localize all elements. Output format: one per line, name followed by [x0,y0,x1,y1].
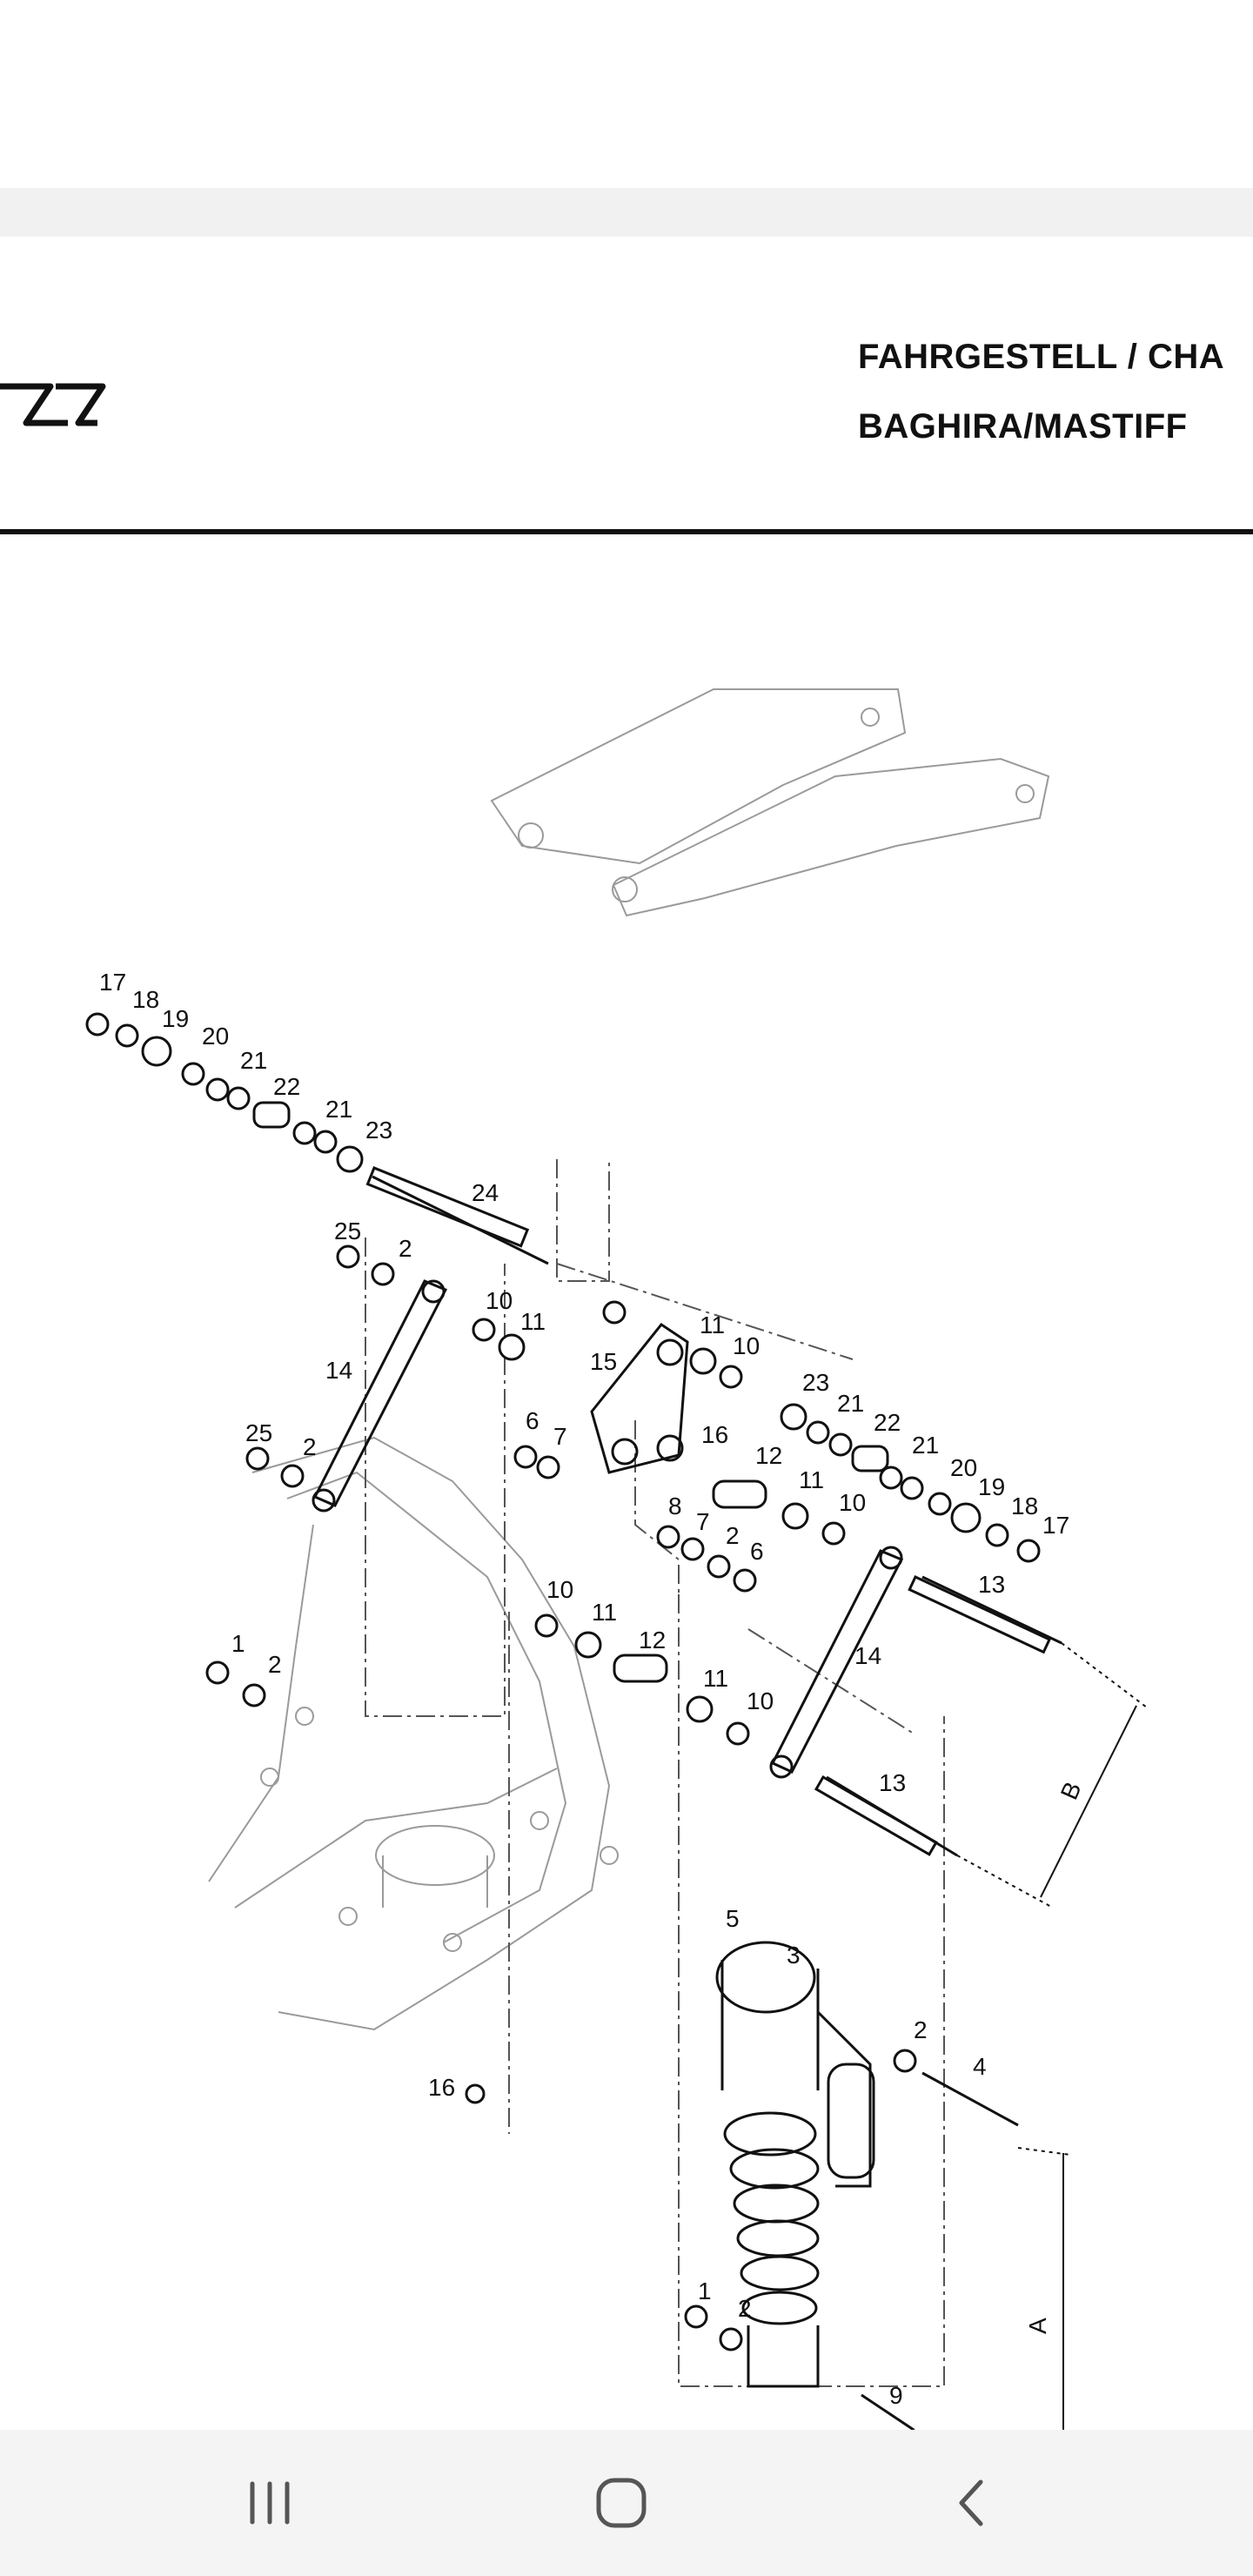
top-blank-area [0,0,1253,188]
callout-13: 13 [879,1769,906,1796]
callout-16: 16 [428,2074,455,2101]
callout-20: 20 [202,1023,229,1050]
callout-10: 10 [546,1576,573,1603]
callout-2: 2 [399,1235,412,1262]
callout-11: 11 [592,1599,617,1626]
callout-2: 2 [738,2295,752,2322]
callout-21: 21 [325,1096,352,1123]
callout-24: 24 [472,1179,499,1206]
callout-5: 5 [726,1905,740,1932]
callout-1: 1 [698,2277,712,2304]
callout-23: 23 [802,1369,829,1396]
dimension-a-label: A [1024,2318,1051,2334]
callout-6: 6 [750,1538,764,1565]
callout-2: 2 [914,2016,928,2043]
callout-21: 21 [240,1047,267,1074]
callout-8: 8 [668,1493,682,1519]
callout-15: 15 [590,1348,617,1375]
callout-10: 10 [747,1687,774,1714]
callout-23: 23 [365,1117,392,1144]
callout-17: 17 [1042,1512,1069,1539]
dimension-b-label: B [1055,1778,1087,1804]
exploded-parts-diagram: 17 18 19 20 21 22 21 23 24 25 2 10 11 14… [85,688,1148,2430]
home-icon[interactable] [578,2459,665,2546]
callout-7: 7 [696,1508,710,1535]
callout-22: 22 [273,1073,300,1100]
callout-14: 14 [854,1642,881,1669]
brand-logo [0,383,106,426]
callout-22: 22 [874,1409,901,1436]
callout-10: 10 [733,1332,760,1359]
callout-18: 18 [132,986,159,1013]
callout-12: 12 [639,1627,666,1654]
toolbar-band [0,188,1253,237]
callout-16: 16 [701,1421,728,1448]
callout-6: 6 [526,1407,539,1434]
back-icon[interactable] [928,2459,1015,2546]
callout-10: 10 [486,1287,513,1314]
header-rule [0,529,1253,534]
callout-19: 19 [162,1005,189,1032]
callout-2: 2 [726,1522,740,1549]
callout-17: 17 [99,969,126,996]
callout-7: 7 [553,1423,567,1450]
callout-11: 11 [799,1466,824,1493]
callout-25: 25 [334,1218,361,1244]
callout-9: 9 [889,2382,903,2409]
callout-2: 2 [303,1433,317,1460]
callout-13: 13 [978,1571,1005,1598]
callout-11: 11 [700,1311,725,1338]
callout-19: 19 [978,1473,1005,1500]
callout-21: 21 [837,1390,864,1417]
system-navigation-bar [0,2430,1253,2576]
callout-3: 3 [787,1942,801,1969]
callout-12: 12 [755,1442,782,1469]
callout-11: 11 [520,1308,546,1335]
callout-21: 21 [912,1432,939,1459]
callout-18: 18 [1011,1493,1038,1519]
callout-10: 10 [839,1489,866,1516]
recent-apps-icon[interactable] [226,2459,313,2546]
callout-11: 11 [703,1665,728,1692]
page-title: FAHRGESTELL / CHA [858,338,1225,376]
callout-4: 4 [973,2053,987,2080]
callout-14: 14 [325,1357,352,1384]
document-page: FAHRGESTELL / CHA BAGHIRA/MASTIFF [0,237,1253,2430]
page-subtitle: BAGHIRA/MASTIFF [858,407,1188,446]
callout-1: 1 [231,1630,245,1657]
callout-2: 2 [268,1651,282,1678]
callout-20: 20 [950,1454,977,1481]
callout-25: 25 [245,1419,272,1446]
